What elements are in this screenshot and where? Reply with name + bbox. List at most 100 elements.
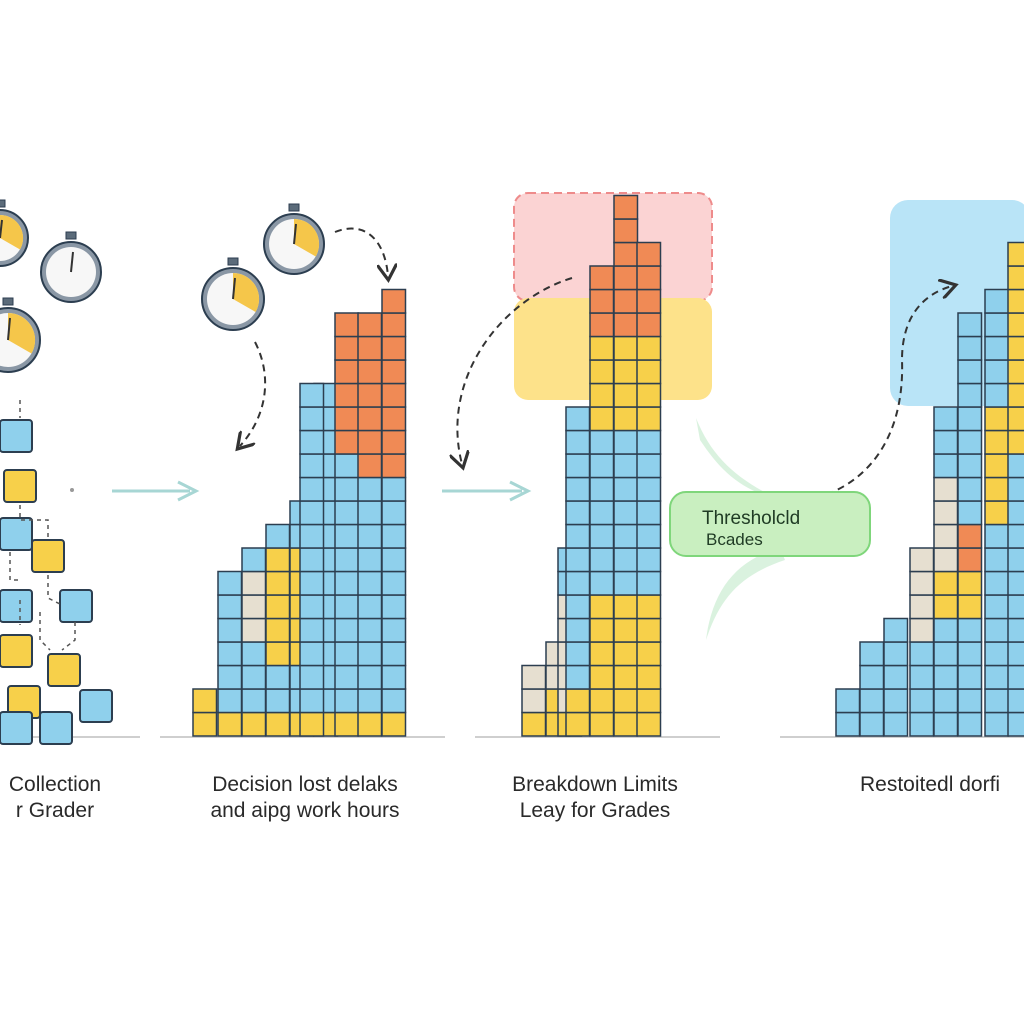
grid-block [636,476,662,502]
grid-block [357,688,383,714]
grid-block [957,359,983,385]
grid-block [192,688,218,714]
grid-block [381,594,407,620]
grid-block [957,406,983,432]
grid-block [1007,523,1024,549]
dashed-curve-arrow-icon [457,277,573,464]
grid-block [613,688,639,714]
grid-block [1007,453,1024,479]
grid-block [299,429,325,455]
stopwatch-icon [0,199,29,267]
grid-block [636,570,662,596]
grid-block [636,265,662,291]
grid-block [909,688,935,714]
grid-block [381,688,407,714]
panel-3-caption: Breakdown Limits Leay for Grades [490,772,700,824]
grid-block [334,476,360,502]
grid-block [636,359,662,385]
grid-block [984,335,1010,361]
grid-block [381,312,407,338]
grid-block [565,523,591,549]
grid-block [334,453,360,479]
grid-block [883,688,909,714]
grid-block [636,500,662,526]
grid-block [636,711,662,737]
green-swoosh-arrow [706,548,785,640]
grid-block [334,641,360,667]
grid-block [957,500,983,526]
green-swoosh-arrow [696,418,780,500]
grid-block [357,594,383,620]
grid-block [565,406,591,432]
grid-block [859,688,885,714]
grid-block [933,453,959,479]
grid-block [299,711,325,737]
grid-block [636,382,662,408]
grid-block [984,406,1010,432]
grid-block [613,594,639,620]
grid-block [933,641,959,667]
grid-block [883,641,909,667]
grid-block [589,664,615,690]
grid-block [957,547,983,573]
grid-block [613,335,639,361]
grid-block [589,265,615,291]
scattered-block [47,653,81,687]
stopwatch-icon [201,257,265,331]
grid-block [613,476,639,502]
panel-3-caption-line: Breakdown Limits [512,773,678,796]
grid-block [241,594,267,620]
grid-block [565,429,591,455]
stopwatch-icon [40,231,102,303]
panel-4-caption: Restoitedl dorfi [860,772,1024,798]
grid-block [1007,711,1024,737]
grid-block [334,523,360,549]
grid-block [334,312,360,338]
grid-block [381,570,407,596]
grid-block [984,476,1010,502]
grid-block [636,429,662,455]
flow-arrow-icon [442,480,532,502]
grid-block [957,688,983,714]
grid-block [357,429,383,455]
grid-block [192,711,218,737]
grid-block [984,664,1010,690]
grid-block [241,570,267,596]
grid-block [299,547,325,573]
grid-block [984,594,1010,620]
grid-block [1007,641,1024,667]
grid-block [381,288,407,314]
grid-block [381,429,407,455]
grid-block [521,688,547,714]
grid-block [299,382,325,408]
grid-block [957,617,983,643]
grid-block [334,335,360,361]
scattered-block [79,689,113,723]
grid-block [1007,476,1024,502]
panel-1-caption: Collection r Grader [0,772,120,824]
grid-block [565,453,591,479]
grid-block [299,641,325,667]
grid-block [334,711,360,737]
grid-block [217,594,243,620]
grid-block [957,312,983,338]
flow-arrow-icon [112,480,200,502]
grid-block [589,547,615,573]
grid-block [984,429,1010,455]
grid-block [933,406,959,432]
grid-block [381,335,407,361]
grid-block [565,500,591,526]
grid-block [334,382,360,408]
grid-block [957,429,983,455]
grid-block [217,617,243,643]
grid-block [636,312,662,338]
grid-block [589,617,615,643]
scattered-block [0,589,33,623]
grid-block [933,664,959,690]
grid-block [1007,406,1024,432]
grid-block [933,429,959,455]
grid-block [984,359,1010,385]
grid-block [613,617,639,643]
grid-block [589,570,615,596]
